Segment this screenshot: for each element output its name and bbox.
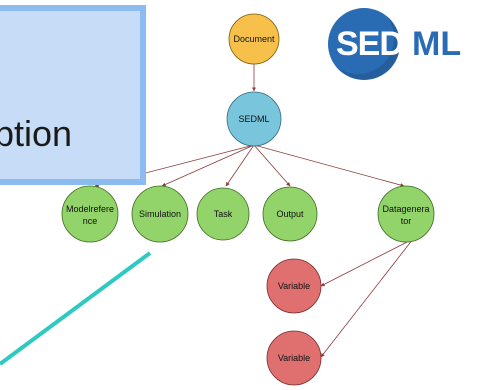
edge-sedml-simulation xyxy=(161,144,255,187)
node-variable-2: Variable xyxy=(266,330,322,386)
edge-datagenerator-variable2 xyxy=(320,238,414,358)
edge-sedml-task xyxy=(225,144,255,187)
node-simulation-label: Simulation xyxy=(139,209,181,219)
node-output-label: Output xyxy=(276,209,304,219)
node-sedml-label: SEDML xyxy=(238,114,269,124)
node-simulation: Simulation xyxy=(131,185,189,243)
edge-sedml-output xyxy=(253,144,291,187)
node-modelreference-label-line1: Modelrefere xyxy=(66,204,114,214)
node-variable-2-label: Variable xyxy=(278,353,310,363)
sedml-logo: SED ML xyxy=(328,8,478,80)
node-task-label: Task xyxy=(214,209,233,219)
node-datagenerator: Datagenera tor xyxy=(377,185,435,243)
node-sedml: SEDML xyxy=(226,91,282,147)
node-task: Task xyxy=(196,187,250,241)
edge-sedml-datagenerator xyxy=(253,144,405,187)
node-modelreference-label-line2: nce xyxy=(83,216,98,226)
logo-circle xyxy=(328,8,400,80)
teal-connector-line xyxy=(0,251,152,366)
logo-ml-text: ML xyxy=(412,25,462,63)
node-datagenerator-label-line1: Datagenera xyxy=(382,204,429,214)
description-callout: ption xyxy=(0,5,146,185)
node-variable-1-label: Variable xyxy=(278,281,310,291)
node-document: Document xyxy=(228,13,280,65)
node-datagenerator-label-line2: tor xyxy=(401,216,412,226)
edge-datagenerator-variable1 xyxy=(320,238,414,287)
callout-text: ption xyxy=(0,113,73,154)
logo-sed-text: SED xyxy=(336,25,404,63)
node-output: Output xyxy=(262,186,318,242)
node-document-label: Document xyxy=(233,34,275,44)
edges xyxy=(94,64,414,358)
node-variable-1: Variable xyxy=(266,258,322,314)
node-modelreference: Modelrefere nce xyxy=(61,185,119,243)
